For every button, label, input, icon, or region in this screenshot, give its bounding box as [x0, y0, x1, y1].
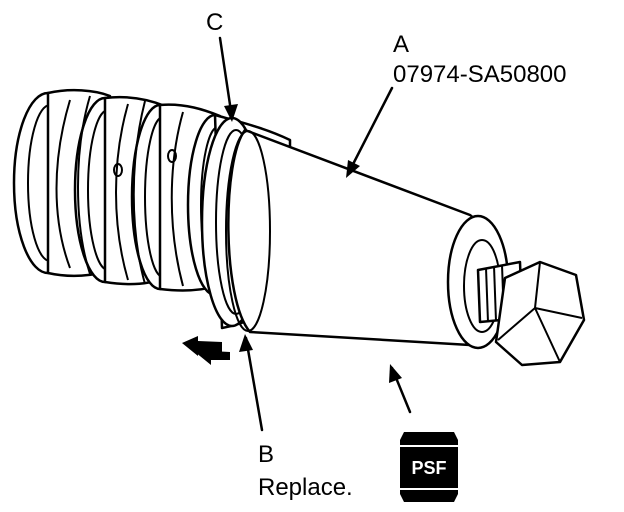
- callout-c-letter: C: [206, 9, 223, 36]
- callout-b-note: Replace.: [258, 474, 353, 501]
- callout-b-letter: B: [258, 441, 274, 468]
- psf-grease-icon: PSF: [400, 432, 458, 502]
- leader-lines: [218, 36, 412, 432]
- special-tool-cone: [225, 128, 586, 367]
- callout-a-letter: A: [393, 31, 409, 58]
- psf-badge-label: PSF: [411, 458, 446, 478]
- callout-a-part-number: 07974-SA50800: [393, 61, 566, 88]
- direction-arrow-icon: [182, 336, 230, 365]
